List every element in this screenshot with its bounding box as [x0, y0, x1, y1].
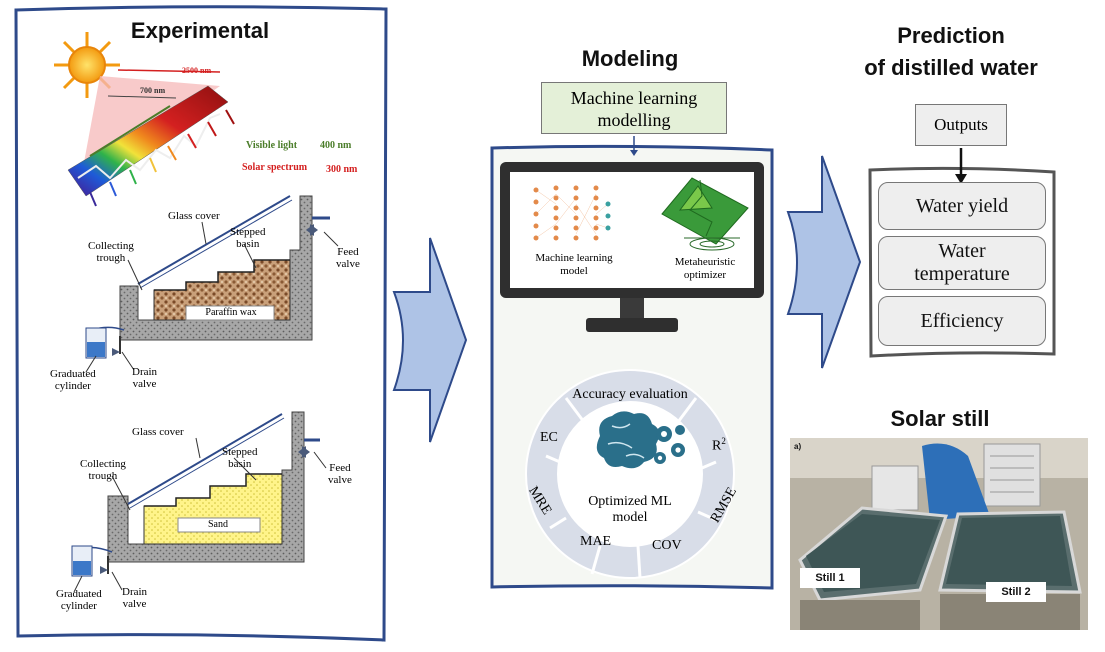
photo-label-a: a): [794, 442, 802, 451]
experimental-title: Experimental: [130, 18, 270, 43]
water-yield-box: Water yield: [878, 182, 1046, 230]
wavelength-700-label: 700 nm: [140, 86, 166, 95]
spectrum-arrows: [89, 109, 235, 207]
visible-light-value: 400 nm: [320, 140, 352, 151]
wave-line: [77, 113, 221, 180]
modeling-title: Modeling: [581, 46, 679, 71]
flow-arrow-1: [392, 237, 468, 443]
solar-spectrum-value: 300 nm: [326, 164, 358, 175]
accuracy-evaluation-label: Accuracy evaluation: [572, 387, 688, 402]
visible-range-arrow: [89, 105, 171, 157]
optimizer-surface-icon: [661, 177, 749, 251]
still-1-label: Still 1: [815, 572, 845, 584]
r2-label: R2: [712, 436, 726, 454]
brain-gears-icon: [596, 411, 685, 469]
experimental-panel-frame: [14, 5, 388, 642]
solar-still-photo: [790, 438, 1088, 630]
mae-label: MAE: [580, 534, 612, 549]
solar-spectrum-label: Solar spectrum: [242, 162, 308, 173]
cov-label: COV: [652, 538, 682, 553]
accuracy-ring: [525, 369, 735, 579]
ec-label: EC: [540, 430, 558, 445]
outputs-box: Outputs: [915, 104, 1007, 146]
still-2-label: Still 2: [1001, 586, 1031, 598]
paraffin-wax-label: Paraffin wax: [205, 307, 257, 318]
glass-cover-label-top: Glass cover: [168, 210, 220, 222]
wavelength-700-line: [107, 95, 177, 99]
flow-arrow-2: [786, 155, 862, 369]
still-bottom-diagram: [71, 411, 327, 593]
wavelength-2500-line: [117, 69, 221, 73]
glass-cover-label-bottom: Glass cover: [132, 426, 184, 438]
neural-network-graphic: [528, 184, 614, 248]
spectrum-band: [67, 85, 229, 197]
still-top-diagram: [85, 195, 339, 373]
visible-light-label: Visible light: [246, 140, 298, 151]
sun-icon: [54, 32, 120, 98]
sand-label: Sand: [208, 519, 228, 530]
wavelength-2500-label: 2500 nm: [182, 66, 212, 75]
efficiency-box: Efficiency: [878, 296, 1046, 346]
solar-still-title: Solar still: [890, 406, 990, 431]
